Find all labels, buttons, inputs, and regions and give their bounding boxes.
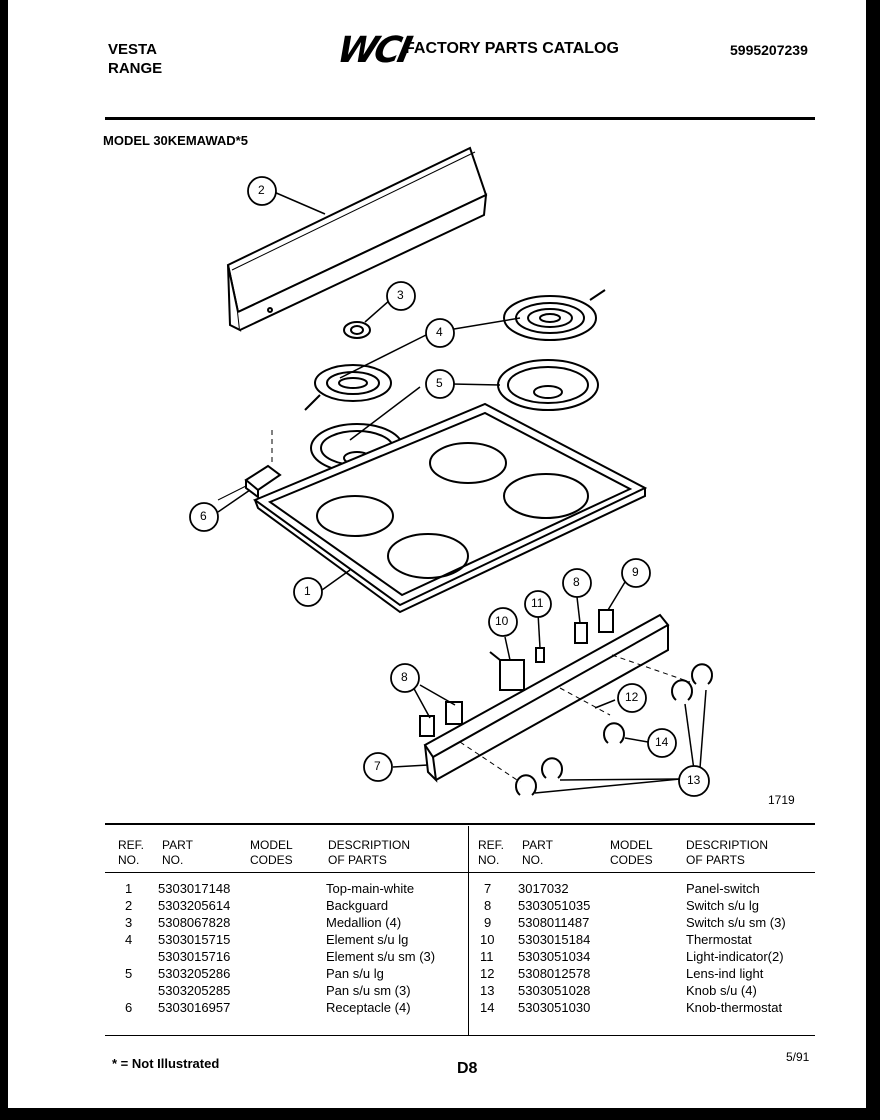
callout-6: 6	[200, 509, 207, 523]
part-desc: Lens-ind light	[686, 966, 764, 981]
bottom-scan-edge	[0, 1108, 880, 1120]
left-header-ref: REF.NO.	[118, 838, 145, 867]
table-row: 6	[125, 1000, 133, 1015]
table-bottom-rule	[105, 1035, 815, 1036]
right-scan-edge	[866, 0, 880, 1120]
part-desc: Element s/u sm (3)	[326, 949, 436, 964]
not-illustrated-note: * = Not Illustrated	[112, 1056, 220, 1071]
part-desc: Switch s/u lg	[686, 898, 759, 913]
callout-8a: 8	[401, 670, 408, 684]
part-no: 3017032	[518, 881, 569, 896]
part-no: 5308011487	[518, 915, 590, 930]
catalog-date: 5/91	[786, 1050, 810, 1064]
part-desc: Thermostat	[686, 932, 752, 947]
brand-line-2: RANGE	[108, 60, 163, 77]
callout-4: 4	[436, 325, 443, 339]
callout-3: 3	[397, 288, 404, 302]
part-no: 5303205285	[158, 983, 231, 998]
table-row: 1	[125, 881, 133, 896]
callout-7: 7	[374, 759, 381, 773]
callout-10: 10	[495, 614, 509, 628]
part-desc: Light-indicator(2)	[686, 949, 784, 964]
cooktop-main-top-part	[252, 402, 648, 614]
callout-5: 5	[436, 376, 443, 390]
callout-2: 2	[258, 183, 265, 197]
ref-no: 13	[480, 983, 495, 998]
backguard-part	[226, 146, 488, 332]
part-no: 5303015716	[158, 949, 231, 964]
part-desc: Receptacle (4)	[326, 1000, 411, 1015]
ref-no: 10	[480, 932, 495, 947]
callout-14: 14	[655, 735, 669, 749]
part-no: 5303205614	[158, 898, 231, 913]
part-desc: Knob s/u (4)	[686, 983, 757, 998]
element-small-part	[304, 364, 392, 411]
table-row: 2	[125, 898, 133, 913]
ref-no: 7	[484, 881, 492, 896]
receptacle-part	[217, 464, 282, 501]
part-no: 5303051030	[518, 1000, 591, 1015]
medallion-part	[343, 321, 371, 339]
element-large-part	[503, 289, 606, 341]
part-no: 5303051034	[518, 949, 591, 964]
part-no: 5308012578	[518, 966, 591, 981]
catalog-number: 5995207239	[730, 42, 808, 58]
part-no: 5303015715	[158, 932, 231, 947]
callout-11: 11	[531, 596, 544, 610]
part-no: 5303051028	[518, 983, 591, 998]
part-desc: Pan s/u sm (3)	[326, 983, 411, 998]
ref-no: 8	[484, 898, 492, 913]
callout-13: 13	[687, 773, 701, 787]
table-column-divider	[468, 826, 469, 1036]
part-no: 5303016957	[158, 1000, 231, 1015]
callout-9: 9	[632, 565, 639, 579]
pan-large-part	[497, 359, 599, 411]
table-row: 5	[125, 966, 133, 981]
table-row: 3	[125, 915, 133, 930]
callout-12: 12	[625, 690, 639, 704]
page-id: D8	[457, 1060, 478, 1077]
part-no: 5303205286	[158, 966, 231, 981]
ref-no: 14	[480, 1000, 495, 1015]
control-panel-part	[423, 613, 670, 783]
part-desc: Knob-thermostat	[686, 1000, 783, 1015]
catalog-title: FACTORY PARTS CATALOG	[405, 40, 619, 57]
part-no: 5303017148	[158, 881, 231, 896]
part-desc: Medallion (4)	[326, 915, 402, 930]
part-desc: Top-main-white	[326, 881, 415, 896]
model-label: MODEL 30KEMAWAD*5	[103, 133, 248, 148]
exploded-parts-diagram	[189, 146, 713, 797]
figure-number: 1719	[768, 793, 795, 807]
part-no: 5303051035	[518, 898, 591, 913]
ref-no: 9	[484, 915, 492, 930]
ref-no: 11	[480, 949, 494, 964]
left-scan-edge	[0, 0, 8, 1120]
part-desc: Element s/u lg	[326, 932, 409, 947]
table-header-rule	[105, 872, 815, 873]
brand-line-1: VESTA	[108, 41, 157, 58]
header-rule	[105, 117, 815, 120]
callout-1: 1	[304, 584, 311, 598]
part-desc: Pan s/u lg	[326, 966, 384, 981]
part-no: 5303015184	[518, 932, 591, 947]
table-top-rule	[105, 823, 815, 825]
part-desc: Switch s/u sm (3)	[686, 915, 786, 930]
right-header-ref: REF.NO.	[478, 838, 505, 867]
part-no: 5308067828	[158, 915, 231, 930]
part-desc: Panel-switch	[686, 881, 760, 896]
callout-8b: 8	[573, 575, 580, 589]
table-row: 4	[125, 932, 133, 947]
part-desc: Backguard	[326, 898, 389, 913]
ref-no: 12	[480, 966, 495, 981]
